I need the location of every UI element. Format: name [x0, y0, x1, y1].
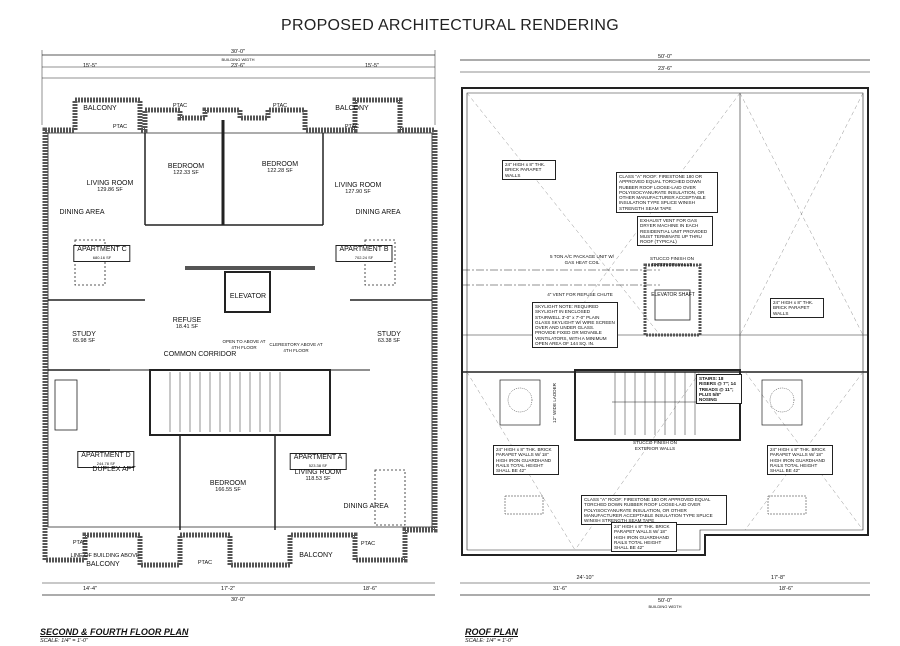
note-ladder: 12" WIDE LADDER: [552, 383, 557, 423]
page-title: PROPOSED ARCHITECTURAL RENDERING: [281, 17, 619, 34]
ptac-label: PTAC: [172, 103, 188, 109]
note-clerestory: CLERESTORY ABOVE AT 4TH FLOOR: [269, 342, 323, 353]
dim-bottom-mid: 17'-2": [220, 586, 236, 592]
room-elevator: ELEVATOR: [229, 293, 267, 300]
note-class-a-roof: CLASS "A" ROOF: FIRESTONE 180 OR APPROVE…: [581, 495, 727, 526]
dim-seg: 24'-10": [576, 575, 594, 581]
ptac-label: PTAC: [72, 540, 88, 546]
room-dining: DINING AREA: [59, 209, 105, 216]
dim-bottom-overall: 50'-0": [657, 598, 673, 604]
dim-label: BUILDING WIDTH: [648, 604, 682, 609]
room-area: 118.53 SF: [305, 476, 331, 482]
note-parapet-rails: 24" HIGH x 8" THK. BRICK PARAPET WALLS W…: [767, 445, 833, 476]
dim-label: BUILDING WIDTH: [221, 57, 255, 62]
room-living: LIVING ROOM: [294, 469, 342, 476]
room-area: 127.90 SF: [345, 189, 371, 195]
room-area: 122.33 SF: [173, 170, 199, 176]
note-stairs: STAIRS: 18 RISERS @ 7"; 14 TREADS @ 11";…: [696, 374, 742, 405]
note-parapet-rails: 24" HIGH x 8" THK. BRICK PARAPET WALLS W…: [611, 522, 677, 553]
dim-right: 15'-5": [364, 63, 380, 69]
ptac-label: PTAC: [112, 124, 128, 130]
roof-plan-caption: ROOF PLAN: [465, 627, 518, 637]
room-bedroom: BEDROOM: [167, 163, 205, 170]
ptac-label: PTAC: [197, 560, 213, 566]
room-living: LIVING ROOM: [334, 182, 382, 189]
dim-bottom-right: 18'-6": [362, 586, 378, 592]
note-refuse-vent: 4" VENT FOR REFUSE CHUTE: [547, 292, 613, 297]
room-area: 129.86 SF: [97, 187, 123, 193]
ptac-label: PTAC: [360, 541, 376, 547]
room-corridor: COMMON CORRIDOR: [163, 351, 237, 358]
note-exhaust-vent: EXHAUST VENT FOR GAS DRYER MACHINE IN EA…: [637, 216, 713, 247]
note-line-above: LINE OF BUILDING ABOVE: [70, 553, 140, 559]
room-study: STUDY: [377, 331, 401, 338]
note-class-a-roof: CLASS "A" ROOF: FIRESTONE 180 OR APPROVE…: [616, 172, 718, 214]
room-balcony: BALCONY: [83, 105, 117, 112]
dim-center: 23'-6": [657, 66, 673, 72]
room-dining: DINING AREA: [355, 209, 401, 216]
dim-center: 23'-6": [230, 63, 246, 69]
dim-bottom-left: 14'-4": [82, 586, 98, 592]
room-living: LIVING ROOM: [86, 180, 134, 187]
roof-plan-scale: SCALE: 1/4" = 1'-0": [465, 638, 513, 644]
note-open-above: OPEN TO ABOVE AT 4TH FLOOR: [222, 339, 266, 350]
room-bedroom: BEDROOM: [261, 161, 299, 168]
dim-bottom-left: 31'-6": [552, 586, 568, 592]
apt-name: APARTMENT A: [293, 454, 343, 461]
room-dining: DINING AREA: [343, 503, 389, 510]
dim-overall: 50'-0": [657, 54, 673, 60]
note-parapet: 24" HIGH x 8" THK. BRICK PARAPET WALLS: [502, 160, 556, 180]
room-area: 166.55 SF: [215, 487, 241, 493]
roof-plan-drawing: [460, 59, 870, 596]
floor-plan-drawing: [41, 50, 438, 596]
room-area: 18.41 SF: [175, 324, 199, 330]
room-bedroom: BEDROOM: [209, 480, 247, 487]
dim-seg: 17'-8": [770, 575, 786, 581]
dim-bottom-right: 18'-6": [778, 586, 794, 592]
apt-name: APARTMENT D: [81, 452, 131, 459]
apt-area: 702.24 SF: [354, 254, 374, 260]
room-study: STUDY: [72, 331, 96, 338]
floor-plan-scale: SCALE: 1/4" = 1'-0": [40, 638, 88, 644]
room-balcony: BALCONY: [335, 105, 369, 112]
note-parapet-rails: 24" HIGH x 8" THK. BRICK PARAPET WALLS W…: [493, 445, 559, 476]
note-parapet: 24" HIGH x 8" THK. BRICK PARAPET WALLS: [770, 298, 824, 318]
ptac-label: PTAC: [272, 103, 288, 109]
room-balcony: BALCONY: [86, 561, 120, 568]
dim-bottom-overall: 30'-0": [230, 597, 246, 603]
note-skylight: SKYLIGHT NOTE: REQUIRED SKYLIGHT IN ENCL…: [532, 302, 618, 349]
note-stucco: STUCCO FINISH ON EXTERIOR WALLS: [650, 256, 694, 267]
room-refuse: REFUSE: [172, 317, 202, 324]
apt-name: APARTMENT B: [339, 246, 389, 253]
note-stucco: STUCCO FINISH ON EXTERIOR WALLS: [633, 440, 677, 451]
apt-name: APARTMENT C: [77, 246, 127, 253]
room-balcony: BALCONY: [299, 552, 333, 559]
ptac-label: PTAC: [344, 124, 360, 130]
note-ac-unit: 5 TON A/C PACKAGE UNIT W/ GAS HEAT COIL: [550, 254, 614, 265]
room-area: 122.28 SF: [267, 168, 293, 174]
dim-overall: 30'-0": [230, 49, 246, 55]
room-area: 65.98 SF: [72, 338, 96, 344]
floor-plan-caption: SECOND & FOURTH FLOOR PLAN: [40, 627, 189, 637]
room-area: 63.38 SF: [377, 338, 401, 344]
apt-area: 680.16 SF: [92, 254, 112, 260]
apt-area: 523.38 SF: [308, 462, 328, 468]
room-duplex: DUPLEX APT: [92, 466, 136, 473]
apt-area: 244.78 SF: [96, 460, 116, 466]
dim-left: 15'-5": [82, 63, 98, 69]
label-elevator-shaft: ELEVATOR SHAFT: [651, 292, 695, 298]
